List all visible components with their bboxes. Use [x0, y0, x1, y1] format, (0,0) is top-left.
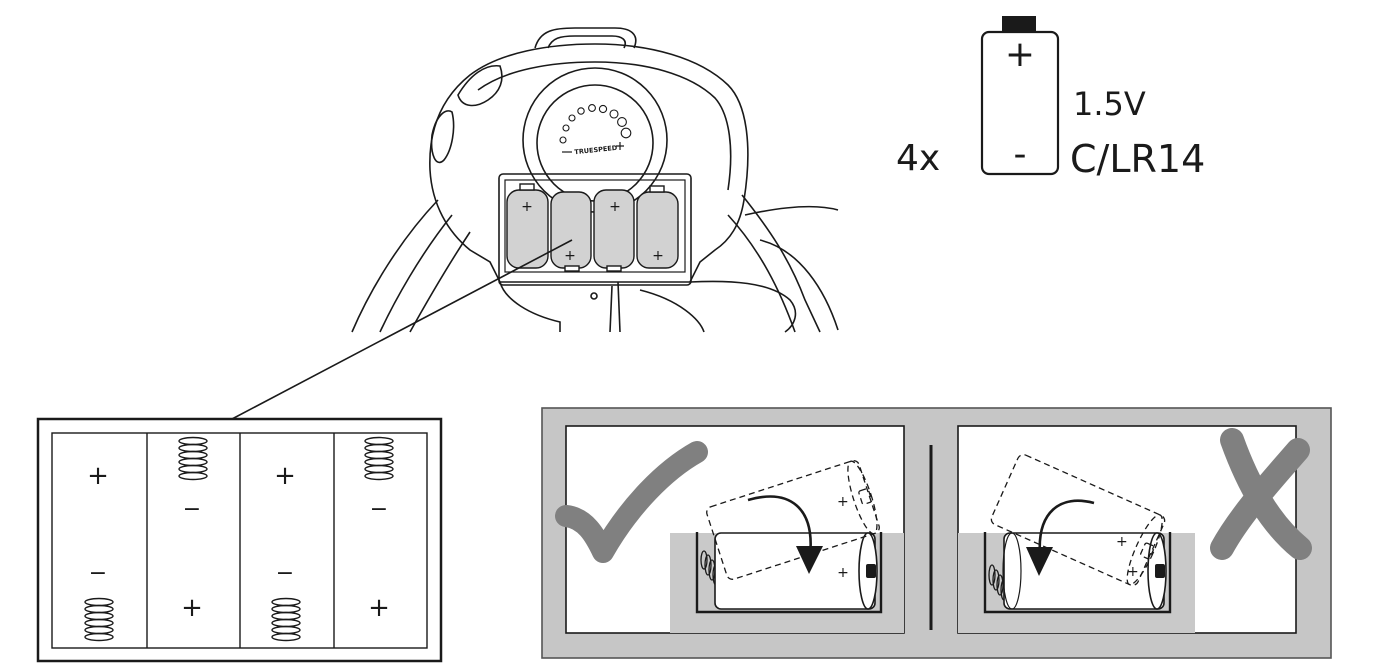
compartment-screw — [590, 292, 598, 300]
compartment-detail: + − − + + − − + — [36, 417, 443, 663]
speed-indicator-leds — [559, 104, 632, 144]
battery-spec: + - 4x 1.5V C/LR14 — [896, 16, 1205, 181]
cell-3-bottom-sign: − — [276, 561, 294, 586]
device-body — [429, 43, 749, 283]
device-battery-3-sign: + — [609, 199, 621, 215]
cell-2-bottom-sign: + — [181, 593, 203, 623]
correct-battery — [714, 532, 878, 610]
side-button-lower — [430, 110, 455, 164]
spring-cell-4-top — [364, 436, 394, 481]
insertion-instructions: + + — [541, 407, 1332, 659]
correct-battery-sign: + — [837, 565, 849, 581]
spring-cell-1-bottom — [84, 597, 114, 642]
battery-plus-sign: + — [1005, 34, 1035, 75]
device-battery-1-sign: + — [521, 199, 533, 215]
correct-ghost-sign: + — [837, 494, 849, 510]
device-battery-4-sign: + — [652, 248, 664, 264]
cell-4-bottom-sign: + — [368, 593, 390, 623]
correct-insert-arrow — [747, 495, 812, 557]
right-strap — [741, 194, 821, 333]
device-batteries — [506, 183, 679, 272]
wrong-ghost-sign: + — [1116, 534, 1128, 550]
device-handle — [534, 27, 637, 49]
detail-frame — [36, 417, 443, 663]
battery-terminal — [1002, 16, 1036, 32]
left-strap — [351, 199, 439, 333]
contact-springs — [84, 436, 394, 642]
wrong-ghost-battery — [990, 454, 1166, 586]
wrong-battery-sign: + — [1127, 564, 1139, 580]
battery-minus-sign: - — [1014, 134, 1027, 175]
cell-2-top-sign: − — [183, 497, 201, 522]
dial-outer — [522, 67, 668, 213]
battery-compartment — [498, 173, 692, 286]
device-illustration: TRUESPEED + + + + — [351, 27, 839, 333]
device-battery-2-sign: + — [564, 248, 576, 264]
wrong-battery — [1002, 532, 1167, 610]
wrong-insert-arrow — [1038, 499, 1095, 556]
cell-1-top-sign: + — [87, 461, 109, 491]
cell-1-bottom-sign: − — [89, 561, 107, 586]
wrong-insertion-panel: + + — [957, 425, 1312, 634]
device-brand-label: TRUESPEED — [574, 144, 618, 157]
battery-voltage: 1.5V — [1073, 85, 1146, 123]
side-button-upper — [457, 65, 503, 107]
spring-cell-3-bottom — [271, 597, 301, 642]
cell-3-top-sign: + — [274, 461, 296, 491]
cell-4-top-sign: − — [370, 497, 388, 522]
correct-insertion-panel: + + — [555, 425, 905, 634]
battery-icon — [980, 30, 1060, 176]
battery-quantity: 4x — [896, 138, 940, 179]
check-mark-icon — [555, 441, 708, 563]
battery-type: C/LR14 — [1070, 137, 1205, 181]
detail-leader-line — [231, 239, 573, 420]
cross-mark-icon — [1210, 428, 1312, 560]
spring-cell-2-top — [178, 436, 208, 481]
dial-face — [536, 84, 654, 202]
